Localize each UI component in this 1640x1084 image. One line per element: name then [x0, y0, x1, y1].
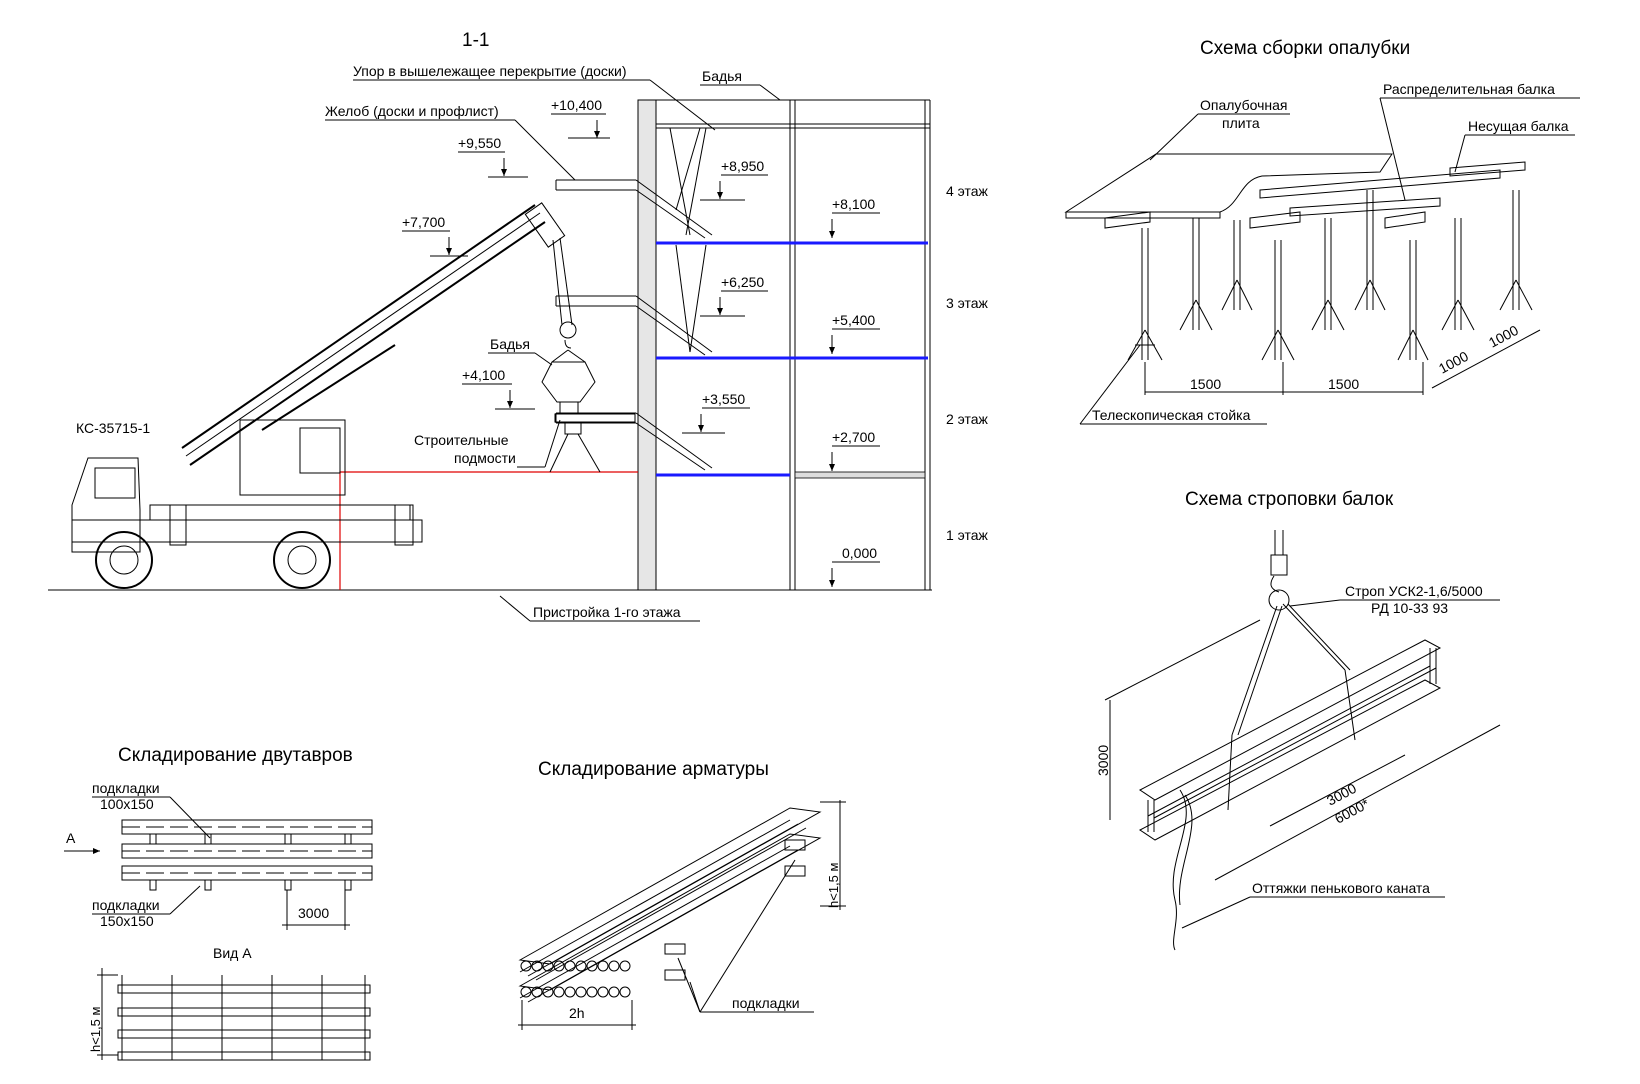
formwork-title: Схема сборки опалубки: [1200, 38, 1410, 59]
label-pads2-2: 150x150: [100, 913, 154, 929]
elevation-7700: +7,700: [402, 214, 468, 257]
svg-text:+2,700: +2,700: [832, 429, 875, 445]
label-support: Упор в вышележащее перекрытие (доски): [353, 63, 627, 79]
formwork-plate: [1064, 153, 1393, 213]
label-ropes: Оттяжки пенькового каната: [1252, 880, 1430, 896]
rebar-ends: [520, 960, 631, 998]
label-chute: Желоб (доски и профлист): [325, 103, 499, 119]
svg-text:+8,950: +8,950: [721, 158, 764, 174]
label-rebar-pads: подкладки: [732, 995, 800, 1011]
elevation-2700: +2,700: [829, 429, 880, 471]
bucket: [541, 349, 596, 415]
floor-3-label: 3 этаж: [946, 295, 989, 311]
floor-1-label: 1 этаж: [946, 527, 989, 543]
beams: [1104, 161, 1526, 229]
chute-4: [555, 127, 713, 239]
ibeam-storage: Складирование двутавров подкладки 100x15…: [64, 745, 373, 1061]
label-bucket: Бадья: [490, 336, 530, 352]
label-pads1-2: 100x150: [100, 796, 154, 812]
section-1-1: 1-1: [48, 30, 989, 622]
label-plate-2: плита: [1222, 115, 1260, 131]
chute-2: [555, 412, 713, 471]
building-wall: [637, 99, 657, 591]
label-sling-1: Строп УСК2-1,6/5000: [1345, 583, 1483, 599]
crane-truck: [71, 202, 577, 589]
slinging-scheme: Схема строповки балок 3000 3000: [1095, 489, 1501, 951]
svg-text:+9,550: +9,550: [458, 135, 501, 151]
svg-text:+10,400: +10,400: [551, 97, 602, 113]
rebar-height-label: h<1,5 м: [826, 862, 841, 908]
elevation-8100: +8,100: [829, 196, 880, 238]
ibeams-title: Складирование двутавров: [118, 745, 353, 766]
rebar-title: Складирование арматуры: [538, 759, 769, 780]
label-pads1-1: подкладки: [92, 780, 160, 796]
elevation-0000: 0,000: [829, 545, 880, 587]
dim-1000-a: 1000: [1436, 348, 1471, 377]
floor-2-label: 2 этаж: [946, 411, 989, 427]
svg-text:0,000: 0,000: [842, 545, 877, 561]
label-carry-beam: Несущая балка: [1468, 118, 1569, 134]
label-annex: Пристройка 1-го этажа: [533, 604, 681, 620]
svg-text:+5,400: +5,400: [832, 312, 875, 328]
svg-text:+4,100: +4,100: [462, 367, 505, 383]
svg-text:+3,550: +3,550: [702, 391, 745, 407]
dim-1500-b: 1500: [1328, 376, 1359, 392]
label-sling-2: РД 10-33 93: [1371, 600, 1448, 616]
dim-1000-b: 1000: [1486, 322, 1521, 351]
elevation-3550: +3,550: [682, 391, 750, 434]
scaffold: [549, 413, 636, 473]
rebar-width-label: 2h: [569, 1005, 585, 1021]
dim-height-3000: 3000: [1095, 745, 1111, 776]
label-plate-1: Опалубочная: [1200, 97, 1287, 113]
telescopic-props: [1127, 190, 1533, 361]
floor-4-label: 4 этаж: [946, 183, 989, 199]
elevation-8950: +8,950: [700, 158, 768, 201]
section-title: 1-1: [462, 30, 489, 51]
arrow-a-label: А: [66, 830, 76, 846]
label-scaffold-1: Строительные: [414, 432, 509, 448]
dim-3000-ibeam: 3000: [298, 905, 329, 921]
label-bucket-top: Бадья: [702, 68, 742, 84]
label-dist-beam: Распределительная балка: [1383, 81, 1555, 97]
ibeam-height-label: h<1,5 м: [88, 1006, 103, 1052]
elevation-4100: +4,100: [462, 367, 535, 410]
elevation-10400: +10,400: [551, 97, 610, 139]
slinging-title: Схема строповки балок: [1185, 489, 1394, 510]
view-a-label: Вид А: [213, 945, 252, 961]
svg-text:+8,100: +8,100: [832, 196, 875, 212]
svg-text:+7,700: +7,700: [402, 214, 445, 230]
dim-1500-a: 1500: [1190, 376, 1221, 392]
label-pads2-1: подкладки: [92, 897, 160, 913]
label-scaffold-2: подмости: [454, 450, 516, 466]
elevation-9550: +9,550: [458, 135, 528, 178]
chute-3: [555, 244, 713, 356]
danger-zone-line: [339, 471, 638, 590]
elevation-6250: +6,250: [700, 274, 768, 317]
formwork-scheme: Схема сборки опалубки: [1064, 38, 1580, 425]
svg-text:+6,250: +6,250: [721, 274, 764, 290]
label-prop: Телескопическая стойка: [1092, 407, 1251, 423]
rebar-storage: Складирование арматуры: [518, 759, 846, 1030]
label-crane: КС-35715-1: [76, 420, 150, 436]
elevation-5400: +5,400: [829, 312, 880, 354]
